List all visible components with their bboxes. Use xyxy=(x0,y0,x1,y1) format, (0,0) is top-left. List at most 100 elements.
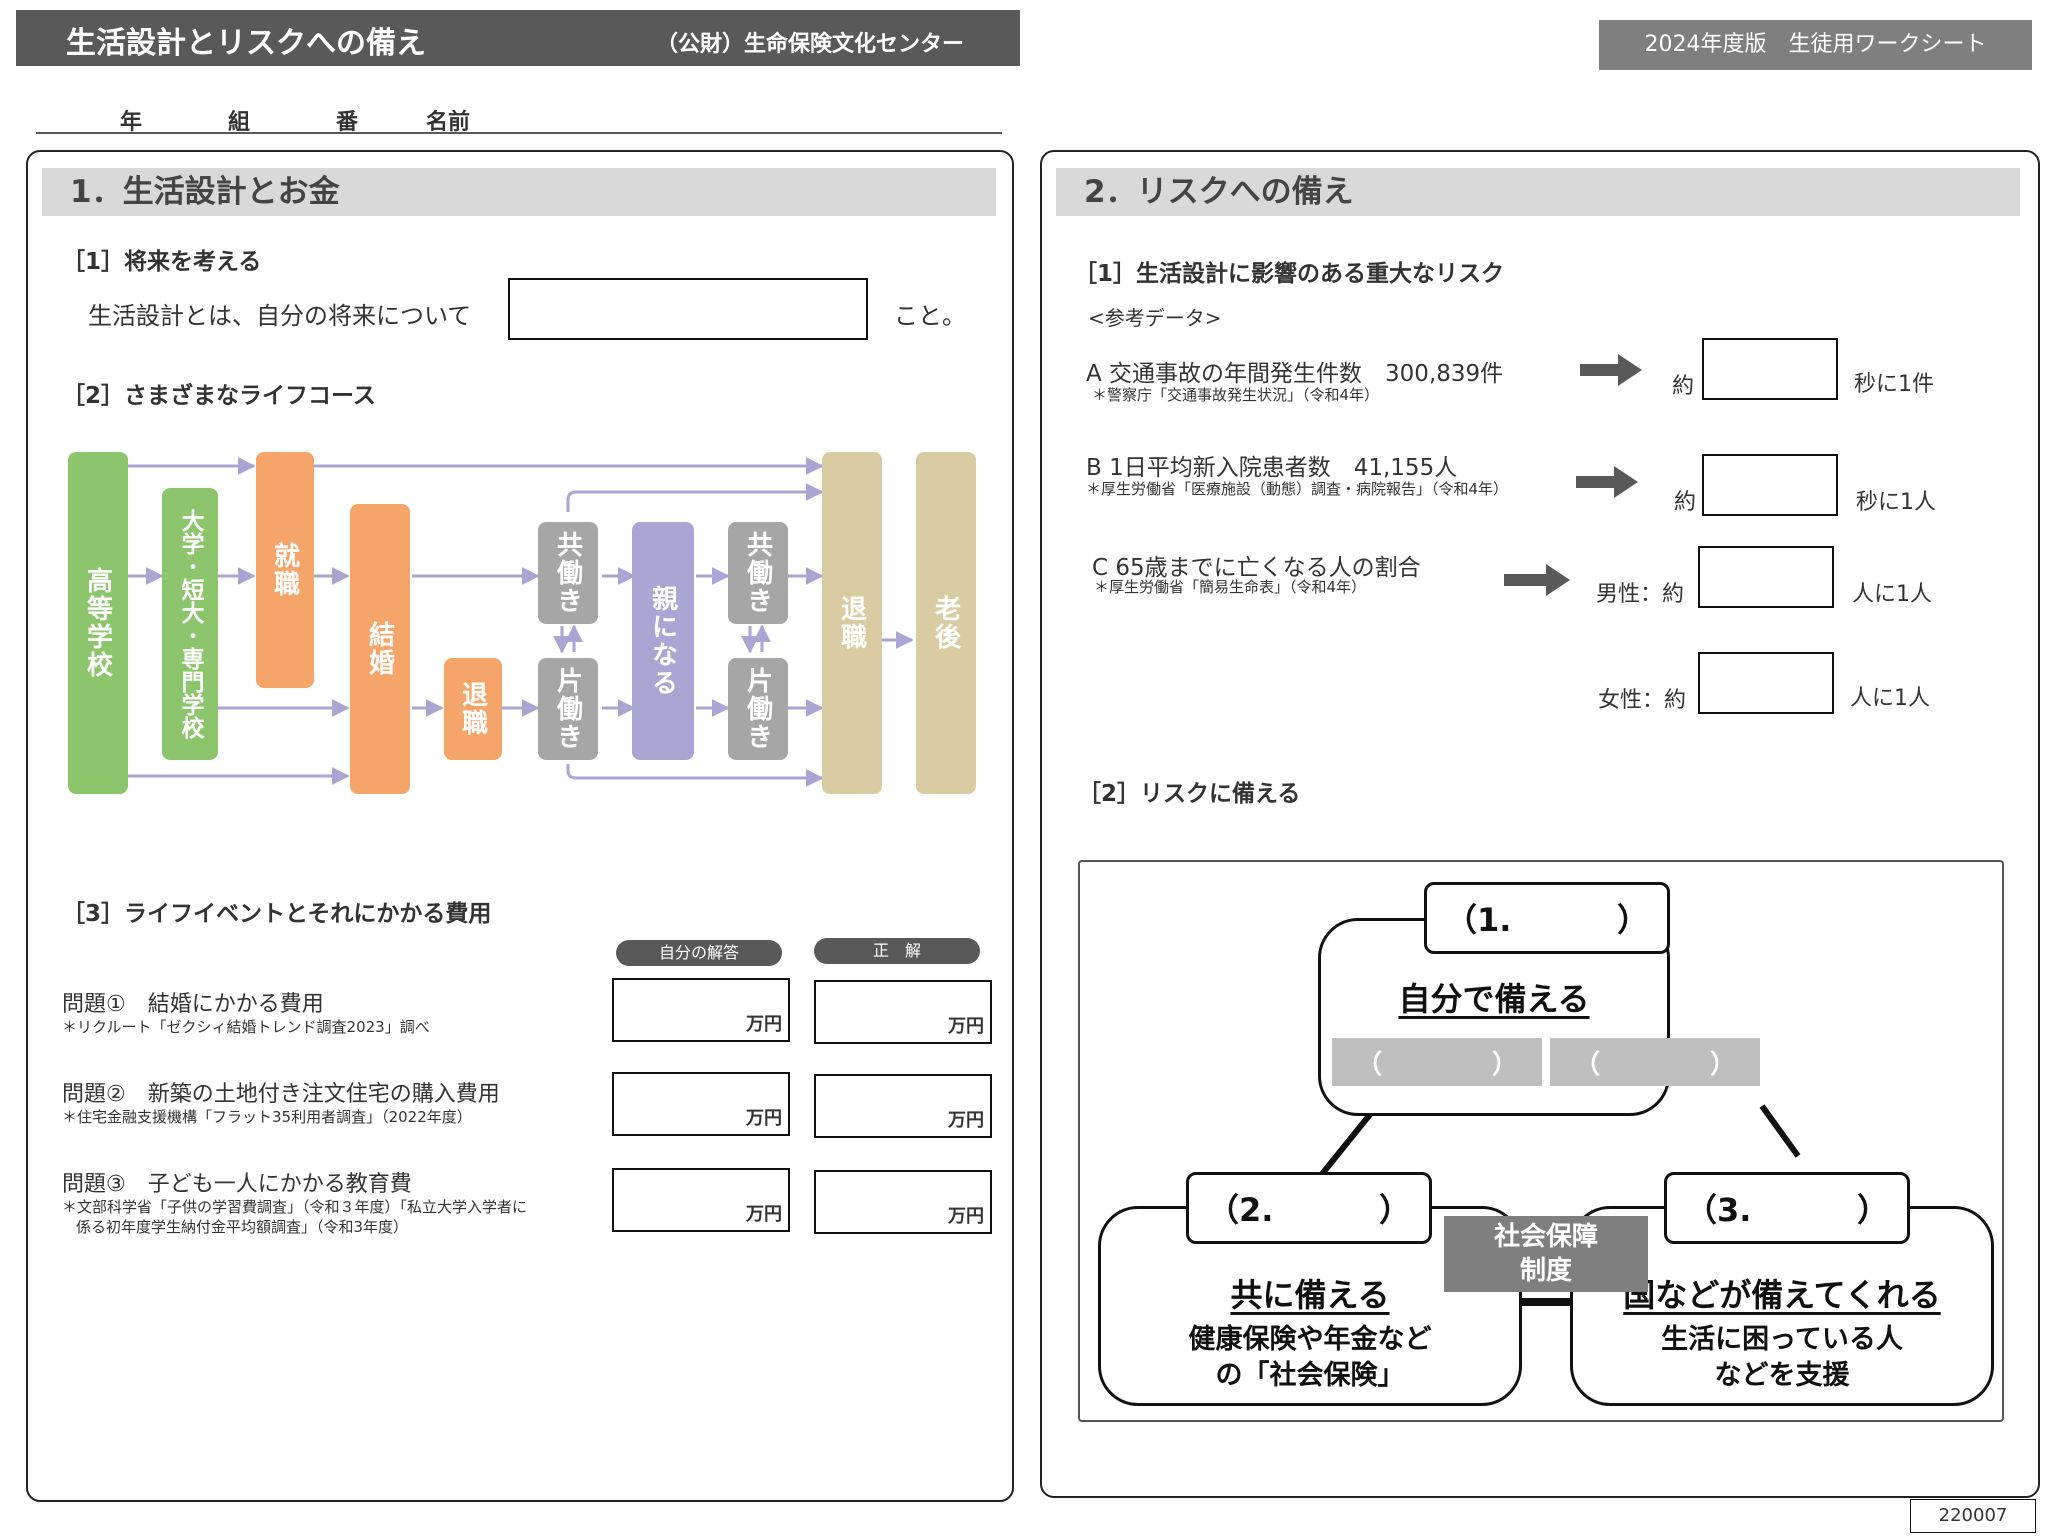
section1-heading: 1．生活設計とお金 xyxy=(42,168,996,216)
yen-unit: 万円 xyxy=(948,1206,984,1227)
yen-unit: 万円 xyxy=(746,1014,782,1035)
risk-c-female-prefix: 女性：約 xyxy=(1598,688,1687,713)
risk-c-title: C 65歳までに亡くなる人の割合 xyxy=(1092,555,1421,581)
yen-unit: 万円 xyxy=(948,1016,984,1037)
section2-panel: 2．リスクへの備え ［1］生活設計に影響のある重大なリスク <参考データ> A … xyxy=(1040,150,2040,1498)
blank-1-open: （1. xyxy=(1445,901,1512,939)
question1-source: ＊リクルート「ゼクシィ結婚トレンド調査2023」調べ xyxy=(62,1018,430,1036)
stage-parent: 親になる xyxy=(632,522,694,760)
stage-dual-income-1: 共働き xyxy=(538,522,598,624)
diagram-connectors xyxy=(1319,1104,1801,1306)
planning-sentence-end: こと。 xyxy=(894,302,966,330)
stage-single-income-2: 片働き xyxy=(728,658,788,760)
blank-1-close: ） xyxy=(1616,901,1649,939)
stage-college: 大学･短大･専門学校 xyxy=(162,488,218,760)
risk-b-suffix: 秒に1人 xyxy=(1856,490,1936,515)
yen-unit: 万円 xyxy=(746,1204,782,1225)
risk-part1-label: ［1］生活設計に影響のある重大なリスク xyxy=(1074,261,1505,287)
yen-unit: 万円 xyxy=(746,1108,782,1129)
question3-source: ＊文部科学省「子供の学習費調査」（令和３年度）「私立大学入学者に xyxy=(62,1198,528,1216)
arrow-right-icon xyxy=(1576,466,1638,498)
life-course-arrows xyxy=(128,457,914,787)
question2-correct-box[interactable]: 万円 xyxy=(814,1074,992,1138)
public-support-title: 国などが備えてくれる xyxy=(1623,1276,1941,1314)
organization-name: （公財）生命保険文化センター xyxy=(656,32,965,57)
yen-unit: 万円 xyxy=(948,1110,984,1131)
mutual-preparation-line1: 健康保険や年金など xyxy=(1188,1324,1432,1355)
risk-a-suffix: 秒に1件 xyxy=(1854,372,1934,397)
risk-a-prefix: 約 xyxy=(1672,374,1695,399)
self-blank-a[interactable]: （ ） xyxy=(1332,1038,1542,1086)
risk-a-answer-box[interactable] xyxy=(1702,338,1838,400)
section1-panel: 1．生活設計とお金 ［1］将来を考える 生活設計とは、自分の将来について こと。… xyxy=(26,150,1014,1502)
field-year: 年 xyxy=(120,110,143,135)
question2-source: ＊住宅金融支援機構「フラット35利用者調査」（2022年度） xyxy=(62,1108,472,1126)
field-class: 組 xyxy=(228,110,251,135)
blank-2-open: （2. xyxy=(1207,1191,1274,1229)
section2-heading: 2．リスクへの備え xyxy=(1056,168,2020,216)
field-name: 名前 xyxy=(426,110,471,135)
part1-label: ［1］将来を考える xyxy=(62,249,262,275)
risk-b-prefix: 約 xyxy=(1674,490,1697,515)
document-id: 220007 xyxy=(1910,1499,2036,1533)
worksheet-title: 生活設計とリスクへの備え xyxy=(66,26,426,61)
social-security-label: 社会保障 制度 xyxy=(1444,1216,1648,1292)
stage-old-age: 老後 xyxy=(916,452,976,794)
risk-part2-label: ［2］リスクに備える xyxy=(1078,781,1301,807)
risk-c-female-suffix: 人に1人 xyxy=(1850,686,1930,711)
blank-3-tab[interactable]: （3. ） xyxy=(1664,1172,1910,1244)
question3-source-cont: 係る初年度学生納付金平均額調査」（令和3年度） xyxy=(76,1218,409,1236)
risk-a-title: A 交通事故の年間発生件数 300,839件 xyxy=(1086,361,1504,387)
risk-b-source: ＊厚生労働省「医療施設（動態）調査・病院報告」（令和4年） xyxy=(1086,480,1509,498)
risk-diagram-frame xyxy=(1078,860,2004,1422)
part3-label: ［3］ライフイベントとそれにかかる費用 xyxy=(62,901,492,927)
blank-1-tab[interactable]: （1. ） xyxy=(1424,882,1670,954)
stage-retirement: 退職 xyxy=(822,452,882,794)
risk-b-title: B 1日平均新入院患者数 41,155人 xyxy=(1086,455,1458,481)
blank-3-close: ） xyxy=(1856,1191,1889,1229)
question1-correct-box[interactable]: 万円 xyxy=(814,980,992,1044)
public-support-line2: などを支援 xyxy=(1714,1360,1850,1391)
planning-sentence-start: 生活設計とは、自分の将来について xyxy=(88,302,472,330)
stage-dual-income-2: 共働き xyxy=(728,522,788,624)
col-correct-answer: 正 解 xyxy=(814,938,980,964)
planning-answer-box[interactable] xyxy=(508,278,868,340)
self-blank-a-open: （ xyxy=(1356,1049,1383,1080)
risk-c-source: ＊厚生労働省「簡易生命表」（令和4年） xyxy=(1094,578,1367,596)
stage-single-income-1: 片働き xyxy=(538,658,598,760)
question3-correct-box[interactable]: 万円 xyxy=(814,1170,992,1234)
risk-b-answer-box[interactable] xyxy=(1702,454,1838,516)
question2-own-box[interactable]: 万円 xyxy=(612,1072,790,1136)
name-underline[interactable] xyxy=(36,132,1002,134)
arrow-right-icon xyxy=(1580,354,1642,386)
question2-title: 問題② 新築の土地付き注文住宅の購入費用 xyxy=(62,1082,500,1107)
mutual-preparation-line2: の「社会保険」 xyxy=(1215,1360,1405,1391)
question1-title: 問題① 結婚にかかる費用 xyxy=(62,992,324,1017)
stage-marriage: 結婚 xyxy=(350,504,410,794)
risk-c-female-answer-box[interactable] xyxy=(1698,652,1834,714)
stage-high-school: 高等学校 xyxy=(68,452,128,794)
social-security-line2: 制度 xyxy=(1519,1256,1572,1286)
reference-data-label: <参考データ> xyxy=(1088,306,1222,330)
part2-label: ［2］さまざまなライフコース xyxy=(62,383,376,409)
stage-quit-job: 退職 xyxy=(444,658,502,760)
blank-2-close: ） xyxy=(1378,1191,1411,1229)
self-blank-a-close: ） xyxy=(1491,1049,1518,1080)
risk-c-male-answer-box[interactable] xyxy=(1698,546,1834,608)
social-security-line1: 社会保障 xyxy=(1493,1222,1598,1252)
stage-employment: 就職 xyxy=(256,452,314,688)
blank-2-tab[interactable]: （2. ） xyxy=(1186,1172,1432,1244)
question1-own-box[interactable]: 万円 xyxy=(612,978,790,1042)
self-blank-b-close: ） xyxy=(1709,1049,1736,1080)
col-own-answer: 自分の解答 xyxy=(616,940,782,966)
risk-c-male-prefix: 男性：約 xyxy=(1596,582,1685,607)
self-blank-b-open: （ xyxy=(1574,1049,1601,1080)
risk-c-male-suffix: 人に1人 xyxy=(1852,582,1932,607)
arrow-right-icon xyxy=(1504,564,1570,596)
self-blank-b[interactable]: （ ） xyxy=(1550,1038,1760,1086)
edition-label: 2024年度版 生徒用ワークシート xyxy=(1599,20,2032,70)
risk-a-source: ＊警察庁「交通事故発生状況」（令和4年） xyxy=(1092,386,1380,404)
field-number: 番 xyxy=(336,110,359,135)
question3-own-box[interactable]: 万円 xyxy=(612,1168,790,1232)
header-bar: 生活設計とリスクへの備え （公財）生命保険文化センター xyxy=(16,10,1020,66)
